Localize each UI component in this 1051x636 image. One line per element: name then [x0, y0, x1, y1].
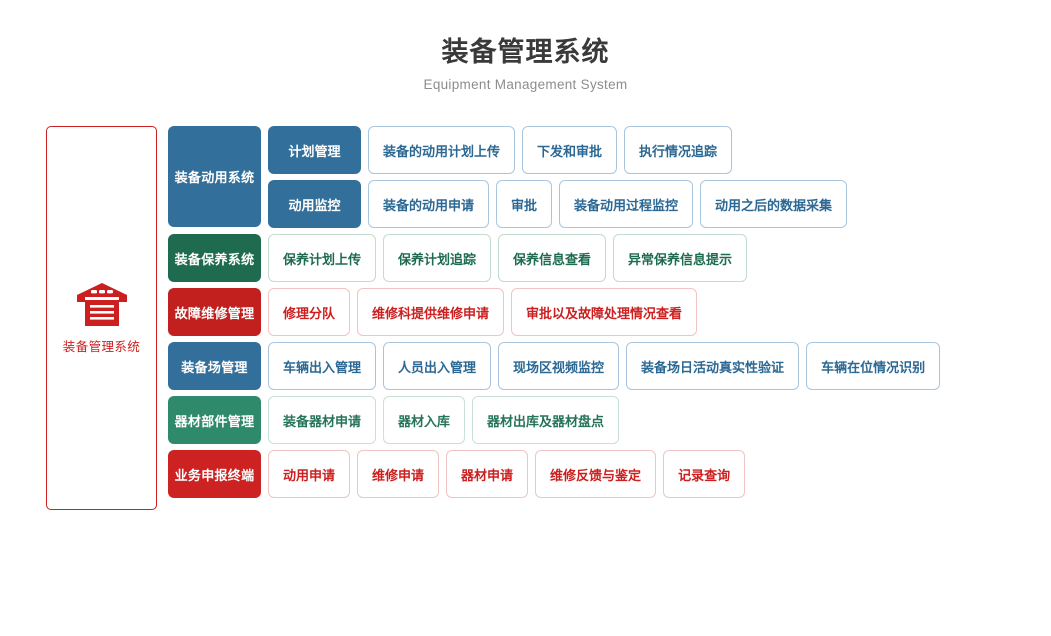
subcategory-tile[interactable]: 动用监控	[268, 180, 361, 228]
function-item[interactable]: 维修反馈与鉴定	[535, 450, 657, 498]
function-item[interactable]: 装备的动用申请	[368, 180, 490, 228]
category-row: 器材部件管理装备器材申请器材入库器材出库及器材盘点	[168, 396, 940, 444]
subcategory-column: 计划管理装备的动用计划上传下发和审批执行情况追踪动用监控装备的动用申请审批装备动…	[268, 126, 848, 228]
function-item[interactable]: 维修科提供维修申请	[357, 288, 505, 336]
category-row: 装备动用系统计划管理装备的动用计划上传下发和审批执行情况追踪动用监控装备的动用申…	[168, 126, 940, 228]
function-item[interactable]: 器材申请	[446, 450, 529, 498]
category-rows: 装备动用系统计划管理装备的动用计划上传下发和审批执行情况追踪动用监控装备的动用申…	[168, 126, 941, 498]
category-tile[interactable]: 器材部件管理	[168, 396, 261, 444]
function-item[interactable]: 人员出入管理	[383, 342, 492, 390]
warehouse-icon	[75, 281, 129, 327]
function-item[interactable]: 保养计划上传	[268, 234, 377, 282]
function-item[interactable]: 动用之后的数据采集	[700, 180, 848, 228]
category-tile[interactable]: 装备场管理	[168, 342, 261, 390]
function-item[interactable]: 动用申请	[268, 450, 351, 498]
subcategory-row: 计划管理装备的动用计划上传下发和审批执行情况追踪	[268, 126, 847, 174]
function-item[interactable]: 记录查询	[663, 450, 746, 498]
function-item[interactable]: 装备的动用计划上传	[368, 126, 516, 174]
subcategory-row: 动用监控装备的动用申请审批装备动用过程监控动用之后的数据采集	[268, 180, 848, 228]
page-title: 装备管理系统	[441, 37, 610, 67]
category-row: 装备场管理车辆出入管理人员出入管理现场区视频监控装备场日活动真实性验证车辆在位情…	[168, 342, 941, 390]
function-item[interactable]: 器材入库	[383, 396, 466, 444]
page-subtitle: Equipment Management System	[423, 76, 628, 92]
category-row: 装备保养系统保养计划上传保养计划追踪保养信息查看异常保养信息提示	[168, 234, 940, 282]
category-tile[interactable]: 业务申报终端	[168, 450, 261, 498]
function-item[interactable]: 现场区视频监控	[498, 342, 620, 390]
brand-label: 装备管理系统	[62, 340, 141, 354]
function-item[interactable]: 装备场日活动真实性验证	[626, 342, 800, 390]
function-item[interactable]: 异常保养信息提示	[613, 234, 748, 282]
category-tile[interactable]: 装备动用系统	[168, 126, 261, 227]
function-item[interactable]: 装备动用过程监控	[559, 180, 694, 228]
function-item[interactable]: 下发和审批	[522, 126, 618, 174]
function-item[interactable]: 器材出库及器材盘点	[472, 396, 620, 444]
category-tile[interactable]: 装备保养系统	[168, 234, 261, 282]
function-item[interactable]: 保养信息查看	[498, 234, 607, 282]
page-header: 装备管理系统 Equipment Management System	[0, 0, 1051, 92]
function-item[interactable]: 车辆出入管理	[268, 342, 377, 390]
category-row: 业务申报终端动用申请维修申请器材申请维修反馈与鉴定记录查询	[168, 450, 940, 498]
architecture-board: 装备管理系统 装备动用系统计划管理装备的动用计划上传下发和审批执行情况追踪动用监…	[0, 126, 1051, 510]
function-item[interactable]: 执行情况追踪	[624, 126, 733, 174]
subcategory-tile[interactable]: 计划管理	[268, 126, 361, 174]
brand-panel: 装备管理系统	[46, 126, 157, 510]
category-tile[interactable]: 故障维修管理	[168, 288, 261, 336]
function-item[interactable]: 装备器材申请	[268, 396, 377, 444]
function-item[interactable]: 保养计划追踪	[383, 234, 492, 282]
function-item[interactable]: 审批	[496, 180, 553, 228]
function-item[interactable]: 修理分队	[268, 288, 351, 336]
board-inner: 装备管理系统 装备动用系统计划管理装备的动用计划上传下发和审批执行情况追踪动用监…	[0, 126, 1051, 510]
function-item[interactable]: 车辆在位情况识别	[806, 342, 941, 390]
function-item[interactable]: 审批以及故障处理情况查看	[511, 288, 698, 336]
category-row: 故障维修管理修理分队维修科提供维修申请审批以及故障处理情况查看	[168, 288, 940, 336]
function-item[interactable]: 维修申请	[357, 450, 440, 498]
